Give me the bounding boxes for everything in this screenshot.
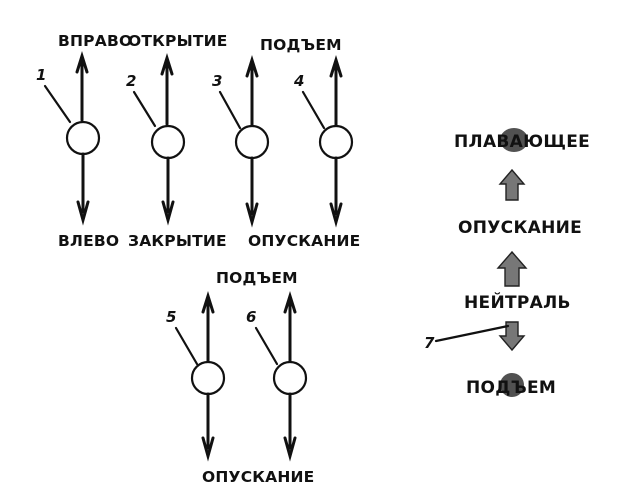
position-lower: ОПУСКАНИЕ (458, 218, 582, 238)
lever-5-knob (190, 360, 226, 396)
lever-5-arrow-down (201, 392, 215, 462)
lever-2-number: 2 (126, 72, 136, 90)
position-neutral: НЕЙТРАЛЬ (464, 291, 571, 313)
lever-6-leader (254, 326, 279, 366)
lever-4-arrow-up (329, 54, 343, 128)
lever-2: 2 (126, 52, 186, 226)
lever-4-knob (318, 124, 354, 160)
lever-1: 1 (36, 50, 101, 226)
lever-1-leader (43, 84, 72, 124)
label-open: ОТКРЫТИЕ (128, 32, 228, 50)
position-float: ПЛАВАЮЩЕЕ (454, 132, 590, 152)
label-lower-bottom: ОПУСКАНИЕ (202, 468, 314, 486)
lever-3: 3 (212, 54, 270, 228)
lever-1-arrow-down (76, 152, 90, 226)
label-left: ВЛЕВО (58, 232, 119, 250)
lever-2-arrow-up (160, 52, 174, 126)
lever-4-arrow-down (329, 156, 343, 228)
lever-6-arrow-up (283, 290, 297, 364)
lever-6-arrow-down (283, 392, 297, 462)
lever-3-arrow-up (245, 54, 259, 128)
label-raise-bottom: ПОДЪЕМ (216, 269, 298, 287)
lever-5-arrow-up (201, 290, 215, 364)
lever-3-arrow-down (245, 156, 259, 228)
lever-6-knob (272, 360, 308, 396)
lever-2-arrow-down (161, 156, 175, 226)
lever-2-leader (132, 90, 157, 128)
lever-5-leader (174, 326, 199, 366)
lever-4-number: 4 (293, 72, 304, 90)
label-right: ВПРАВО (58, 32, 132, 50)
label-raise-top: ПОДЪЕМ (260, 36, 342, 54)
position-selector: ПЛАВАЮЩЕЕ ОПУСКАНИЕ НЕЙТРАЛЬ ПОДЪЕМ 7 (424, 128, 590, 398)
float-blob (500, 128, 528, 152)
step-arrow-up-2 (496, 250, 528, 287)
label-close: ЗАКРЫТИЕ (128, 232, 227, 250)
lever-1-knob (65, 120, 101, 156)
lever-1-arrow-up (75, 50, 89, 122)
lever-3-leader (218, 90, 242, 130)
lever-3-knob (234, 124, 270, 160)
lever-5: 5 (166, 290, 226, 462)
lever-4-leader (301, 90, 326, 130)
step-arrow-down (498, 321, 526, 352)
step-arrow-up-1 (498, 168, 526, 201)
pointer-7-leader (434, 324, 510, 343)
lever-5-number: 5 (166, 308, 176, 326)
lever-4: 4 (293, 54, 354, 228)
lever-6-number: 6 (246, 308, 256, 326)
pointer-7-number: 7 (424, 334, 435, 352)
raise-blob (500, 373, 524, 397)
position-raise: ПОДЪЕМ (466, 378, 556, 398)
lever-1-number: 1 (36, 66, 46, 84)
lever-3-number: 3 (212, 72, 222, 90)
lever-6: 6 (246, 290, 308, 462)
label-lower-top: ОПУСКАНИЕ (248, 232, 360, 250)
lever-2-knob (150, 124, 186, 160)
